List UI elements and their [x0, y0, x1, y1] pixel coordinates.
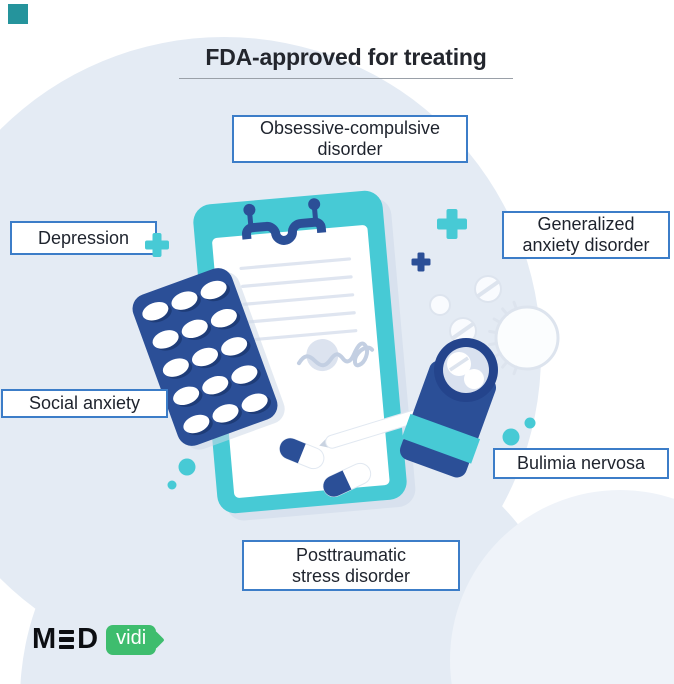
signature-scribble [296, 341, 375, 368]
label-box-generalized-anxiety-disorder: Generalized anxiety disorder [502, 211, 670, 259]
pill-bottle-icon [399, 338, 498, 478]
pen-icon [319, 399, 455, 449]
capsule-icon [322, 462, 372, 498]
label-box-posttraumatic-stress-disorder: Posttraumatic stress disorder [242, 540, 460, 591]
clipboard-icon [193, 190, 416, 521]
plus-icon [411, 252, 431, 272]
label-line: stress disorder [291, 565, 411, 586]
blister-pack-icon [132, 268, 285, 450]
logo-med-text: M D [32, 623, 98, 656]
page-title: FDA-approved for treating [179, 44, 513, 79]
label-line: disorder [317, 139, 383, 159]
label-line: Posttraumatic [295, 544, 407, 565]
logo-vidi-tag: vidi [106, 624, 157, 655]
label-line: Bulimia nervosa [516, 453, 646, 474]
background-circle-corner [450, 490, 674, 684]
plus-icon [437, 209, 467, 239]
label-line: Social anxiety [28, 393, 141, 414]
corner-accent-square [8, 4, 28, 24]
pill-icon-group [429, 275, 502, 345]
capsule-icon [279, 437, 325, 470]
logo-letter-d: D [77, 623, 99, 655]
label-box-social-anxiety: Social anxiety [1, 389, 168, 418]
label-line: Generalized [537, 214, 635, 235]
logo-e-bars-icon [59, 629, 75, 650]
label-box-depression: Depression [10, 221, 157, 255]
label-line: Depression [37, 227, 130, 248]
decorative-dots [167, 417, 536, 490]
medvidi-logo: M D vidi [32, 623, 157, 656]
label-line: anxiety disorder [522, 235, 650, 255]
label-box-obsessive-compulsive-disorder: Obsessive-compulsive disorder [232, 115, 468, 163]
signature-seal [306, 339, 339, 372]
document-lines [239, 257, 358, 342]
label-line: Obsessive-compulsive [259, 118, 441, 139]
clipboard-clip-icon [242, 198, 327, 245]
logo-letter-m: M [32, 623, 57, 655]
bottle-cap-icon [488, 300, 560, 376]
label-box-bulimia-nervosa: Bulimia nervosa [493, 448, 669, 479]
